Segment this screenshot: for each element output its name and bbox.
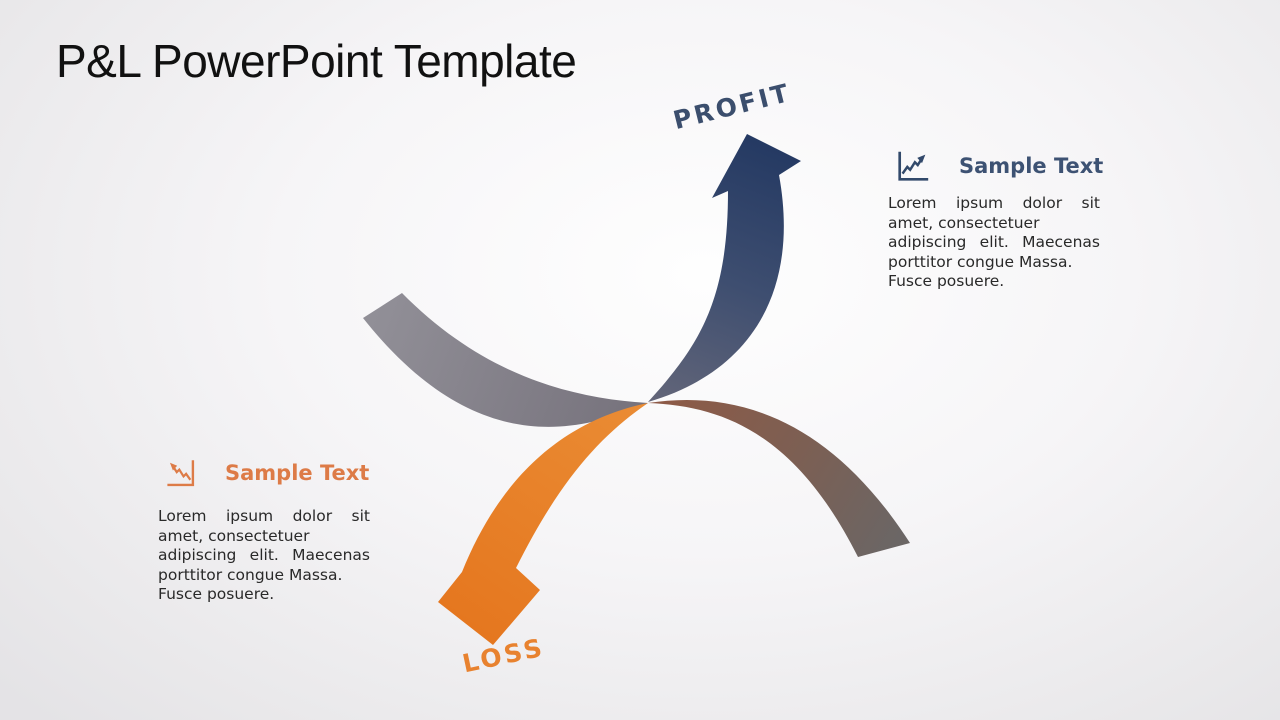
loss-arrow <box>438 403 648 645</box>
line-chart-mirrored-icon <box>164 456 198 490</box>
slide-title: P&L PowerPoint Template <box>56 35 577 87</box>
body-text-line: adipiscing elit. Maecenas <box>158 546 370 565</box>
body-text-line: Lorem ipsum dolor sit <box>158 507 370 525</box>
body-text-line: porttitor congue Massa. <box>888 252 1073 271</box>
body-text-line: amet, consectetuer <box>158 526 310 545</box>
gray-swoosh-arc <box>363 293 648 427</box>
body-text-line: Fusce posuere. <box>888 272 1005 291</box>
line-chart-up-icon <box>894 147 932 185</box>
loss-text-block: Sample Text Lorem ipsum dolor sit amet, … <box>158 453 370 605</box>
body-text-line: amet, consectetuer <box>888 213 1040 232</box>
body-text-line: Lorem ipsum dolor sit <box>888 194 1100 212</box>
profit-arrow <box>648 134 801 402</box>
body-text-line: porttitor congue Massa. <box>158 565 343 584</box>
loss-block-body: Lorem ipsum dolor sit amet, consectetuer… <box>158 507 370 605</box>
profit-block-heading: Sample Text <box>959 154 1104 178</box>
loss-block-heading: Sample Text <box>225 461 370 485</box>
body-text-line: adipiscing elit. Maecenas <box>888 233 1100 252</box>
profit-block-body: Lorem ipsum dolor sit amet, consectetuer… <box>888 194 1100 292</box>
brown-swoosh-arc <box>648 399 910 557</box>
body-text-line: Fusce posuere. <box>158 585 275 604</box>
profit-block-header: Sample Text <box>888 146 1104 186</box>
profit-text-block: Sample Text Lorem ipsum dolor sit amet, … <box>888 146 1104 292</box>
loss-block-header: Sample Text <box>158 453 370 493</box>
